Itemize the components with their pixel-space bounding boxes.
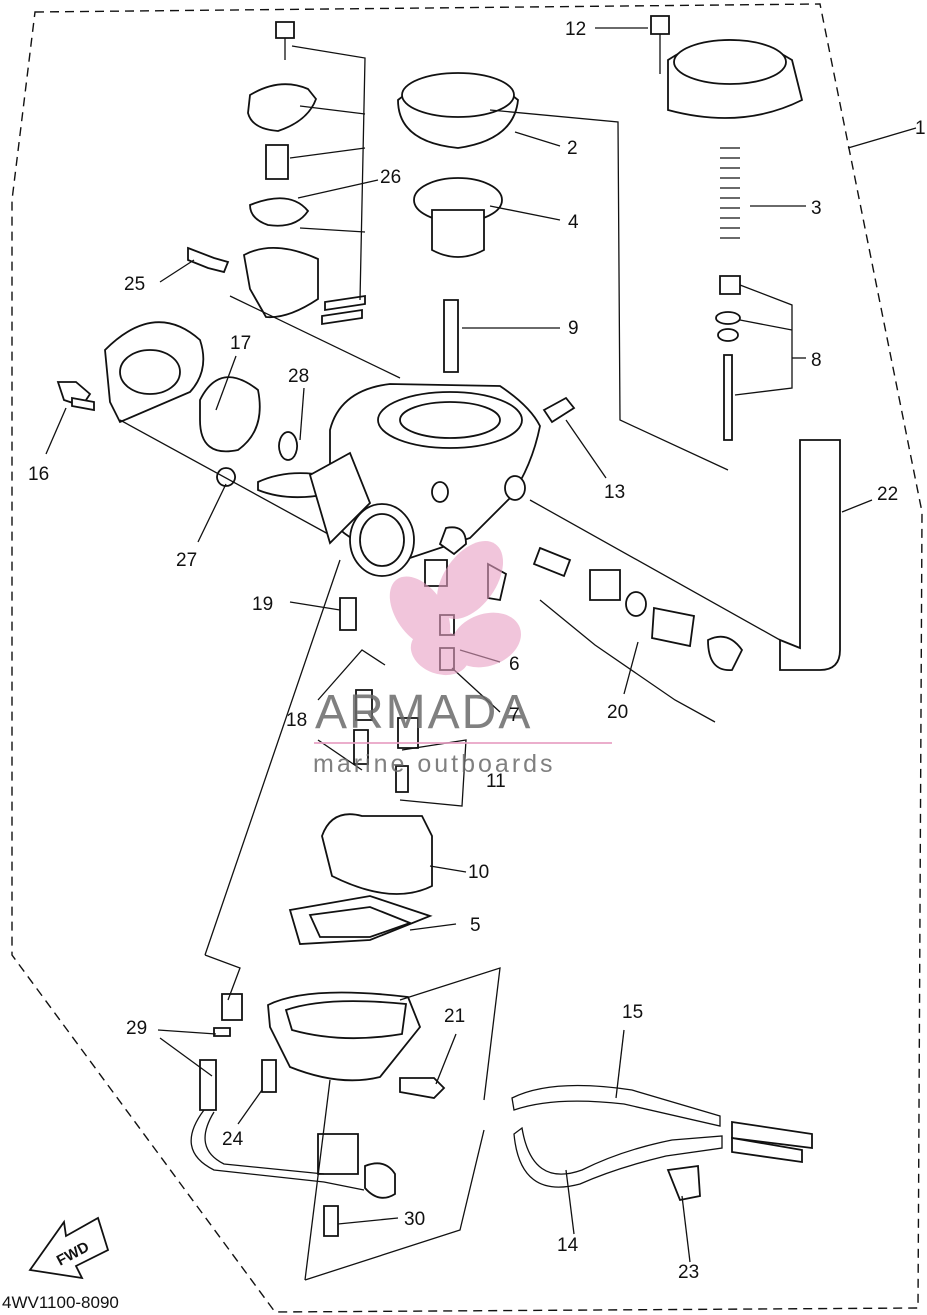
callout-29: 29 [126, 1018, 147, 1039]
callout-19: 19 [252, 594, 273, 615]
callout-2: 2 [567, 138, 578, 159]
float-bowl-assembly [190, 991, 446, 1281]
callout-30: 30 [404, 1209, 425, 1230]
callout-11: 11 [486, 771, 506, 792]
watermark-divider [314, 742, 612, 744]
float-and-gasket [288, 813, 433, 945]
callout-14: 14 [557, 1235, 579, 1256]
intake-gasket-parts [56, 295, 401, 536]
armada-watermark: ARMADA marine outboards [313, 540, 612, 778]
callout-5: 5 [470, 915, 481, 936]
callout-23: 23 [678, 1262, 699, 1283]
assembly-boundary [11, 3, 923, 1313]
callout-21: 21 [444, 1006, 465, 1027]
callout-labels: 1 2 3 4 5 6 7 8 9 10 11 12 13 14 15 16 1… [28, 19, 926, 1283]
callout-26: 26 [380, 167, 401, 188]
callout-7: 7 [509, 705, 520, 726]
drain-hoses [511, 1084, 813, 1202]
carburetor-body [257, 383, 541, 602]
callout-12: 12 [565, 19, 586, 40]
callout-22: 22 [877, 484, 898, 505]
callout-16: 16 [28, 464, 49, 485]
callout-6: 6 [509, 654, 520, 675]
callout-9: 9 [568, 318, 579, 339]
callout-13: 13 [604, 482, 625, 503]
throttle-cover-assembly [187, 21, 366, 326]
vacuum-piston-parts [397, 15, 804, 471]
fuel-pipe-22 [779, 439, 841, 671]
leader-lines [45, 27, 917, 1281]
callout-18: 18 [286, 710, 307, 731]
callout-1: 1 [915, 118, 926, 139]
watermark-brand: ARMADA [315, 686, 532, 739]
callout-15: 15 [622, 1002, 643, 1023]
callout-8: 8 [811, 350, 822, 371]
callout-3: 3 [811, 198, 822, 219]
callout-25: 25 [124, 274, 145, 295]
watermark-tagline: marine outboards [313, 750, 556, 778]
callout-17: 17 [230, 333, 251, 354]
fwd-arrow: FWD [28, 1216, 110, 1280]
callout-27: 27 [176, 550, 197, 571]
fwd-arrow-icon [28, 1216, 110, 1280]
drawing-code: 4WV1100-8090 [2, 1293, 119, 1312]
pilot-screw-parts [529, 396, 781, 723]
watermark-logo-mark [389, 540, 521, 676]
callout-28: 28 [288, 366, 309, 387]
callout-20: 20 [607, 702, 628, 723]
callout-4: 4 [568, 212, 579, 233]
callout-10: 10 [468, 862, 489, 883]
callout-24: 24 [222, 1129, 244, 1150]
